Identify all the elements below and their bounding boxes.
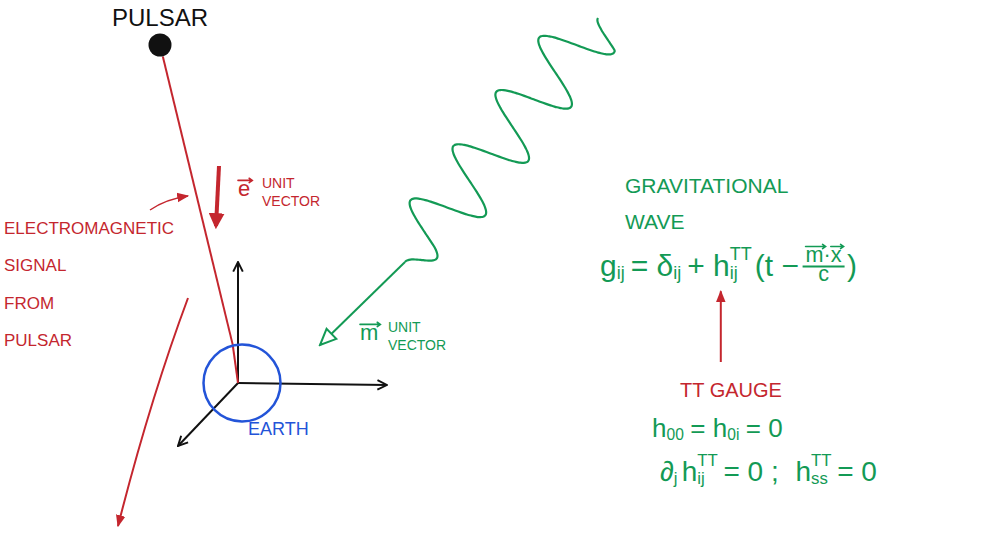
signal-connector [163, 56, 233, 344]
gauge-term: h [682, 455, 698, 489]
leader-arrow [150, 196, 188, 210]
gauge-term: ∂ [660, 455, 674, 489]
metric-term: ) [847, 248, 857, 284]
metric-term: c [818, 261, 829, 287]
gauge-term: = 0 [746, 413, 783, 444]
gauge-term: = h [690, 413, 727, 444]
gravitational-wave [405, 18, 615, 262]
gauge-term: 00 [666, 426, 683, 445]
earth-outline [202, 343, 282, 423]
gauge-term: h [796, 455, 812, 489]
gauge-title: TT GAUGE [680, 378, 782, 402]
gauge-term: = 0 ; [723, 455, 778, 489]
metric-term: TT [730, 244, 752, 266]
gauge-term: ss [811, 469, 828, 489]
metric-term: ij [730, 263, 738, 285]
vector-note: UNIT VECTOR [388, 318, 448, 354]
metric-term: ij [617, 263, 625, 285]
gauge-term: 0i [727, 426, 739, 445]
metric-term: (t − [755, 248, 799, 284]
vector-note: UNIT VECTOR [262, 174, 322, 210]
pointer-arrow [720, 291, 722, 362]
vector-symbol: m [360, 320, 378, 346]
gauge-term: TT [697, 451, 718, 471]
signal-note: ELECTROMAGNETIC SIGNAL FROM PULSAR [4, 210, 176, 360]
earth-circle [204, 345, 281, 422]
gauge-term: = 0 [837, 455, 877, 489]
gauge-term: ij [697, 469, 704, 489]
vector-symbol: e [238, 176, 250, 202]
metric-term: ij [673, 263, 681, 285]
gauge-term: TT [811, 451, 832, 471]
axis-y [238, 383, 387, 385]
gauge-term: h [652, 413, 666, 444]
metric-term: g [600, 248, 617, 284]
gauge-term: j [674, 469, 678, 489]
metric-term: x [831, 242, 842, 268]
signal-line [233, 344, 238, 383]
metric-term: = δ [631, 248, 674, 284]
earth-globe: EARTH [202, 343, 282, 423]
node-label: PULSAR [100, 4, 220, 33]
wave-title: GRAVITATIONAL WAVE [625, 168, 790, 239]
pulsar-disc [149, 33, 172, 56]
pulsar-dot [148, 33, 172, 57]
pulsar-star: PULSAR [100, 4, 220, 57]
signal-arrow [118, 298, 188, 526]
unit-vector-arrow [216, 166, 219, 226]
metric-term: + h [687, 248, 730, 284]
axis-x [178, 383, 238, 446]
node-label: EARTH [248, 419, 309, 441]
axis-z [237, 262, 239, 383]
